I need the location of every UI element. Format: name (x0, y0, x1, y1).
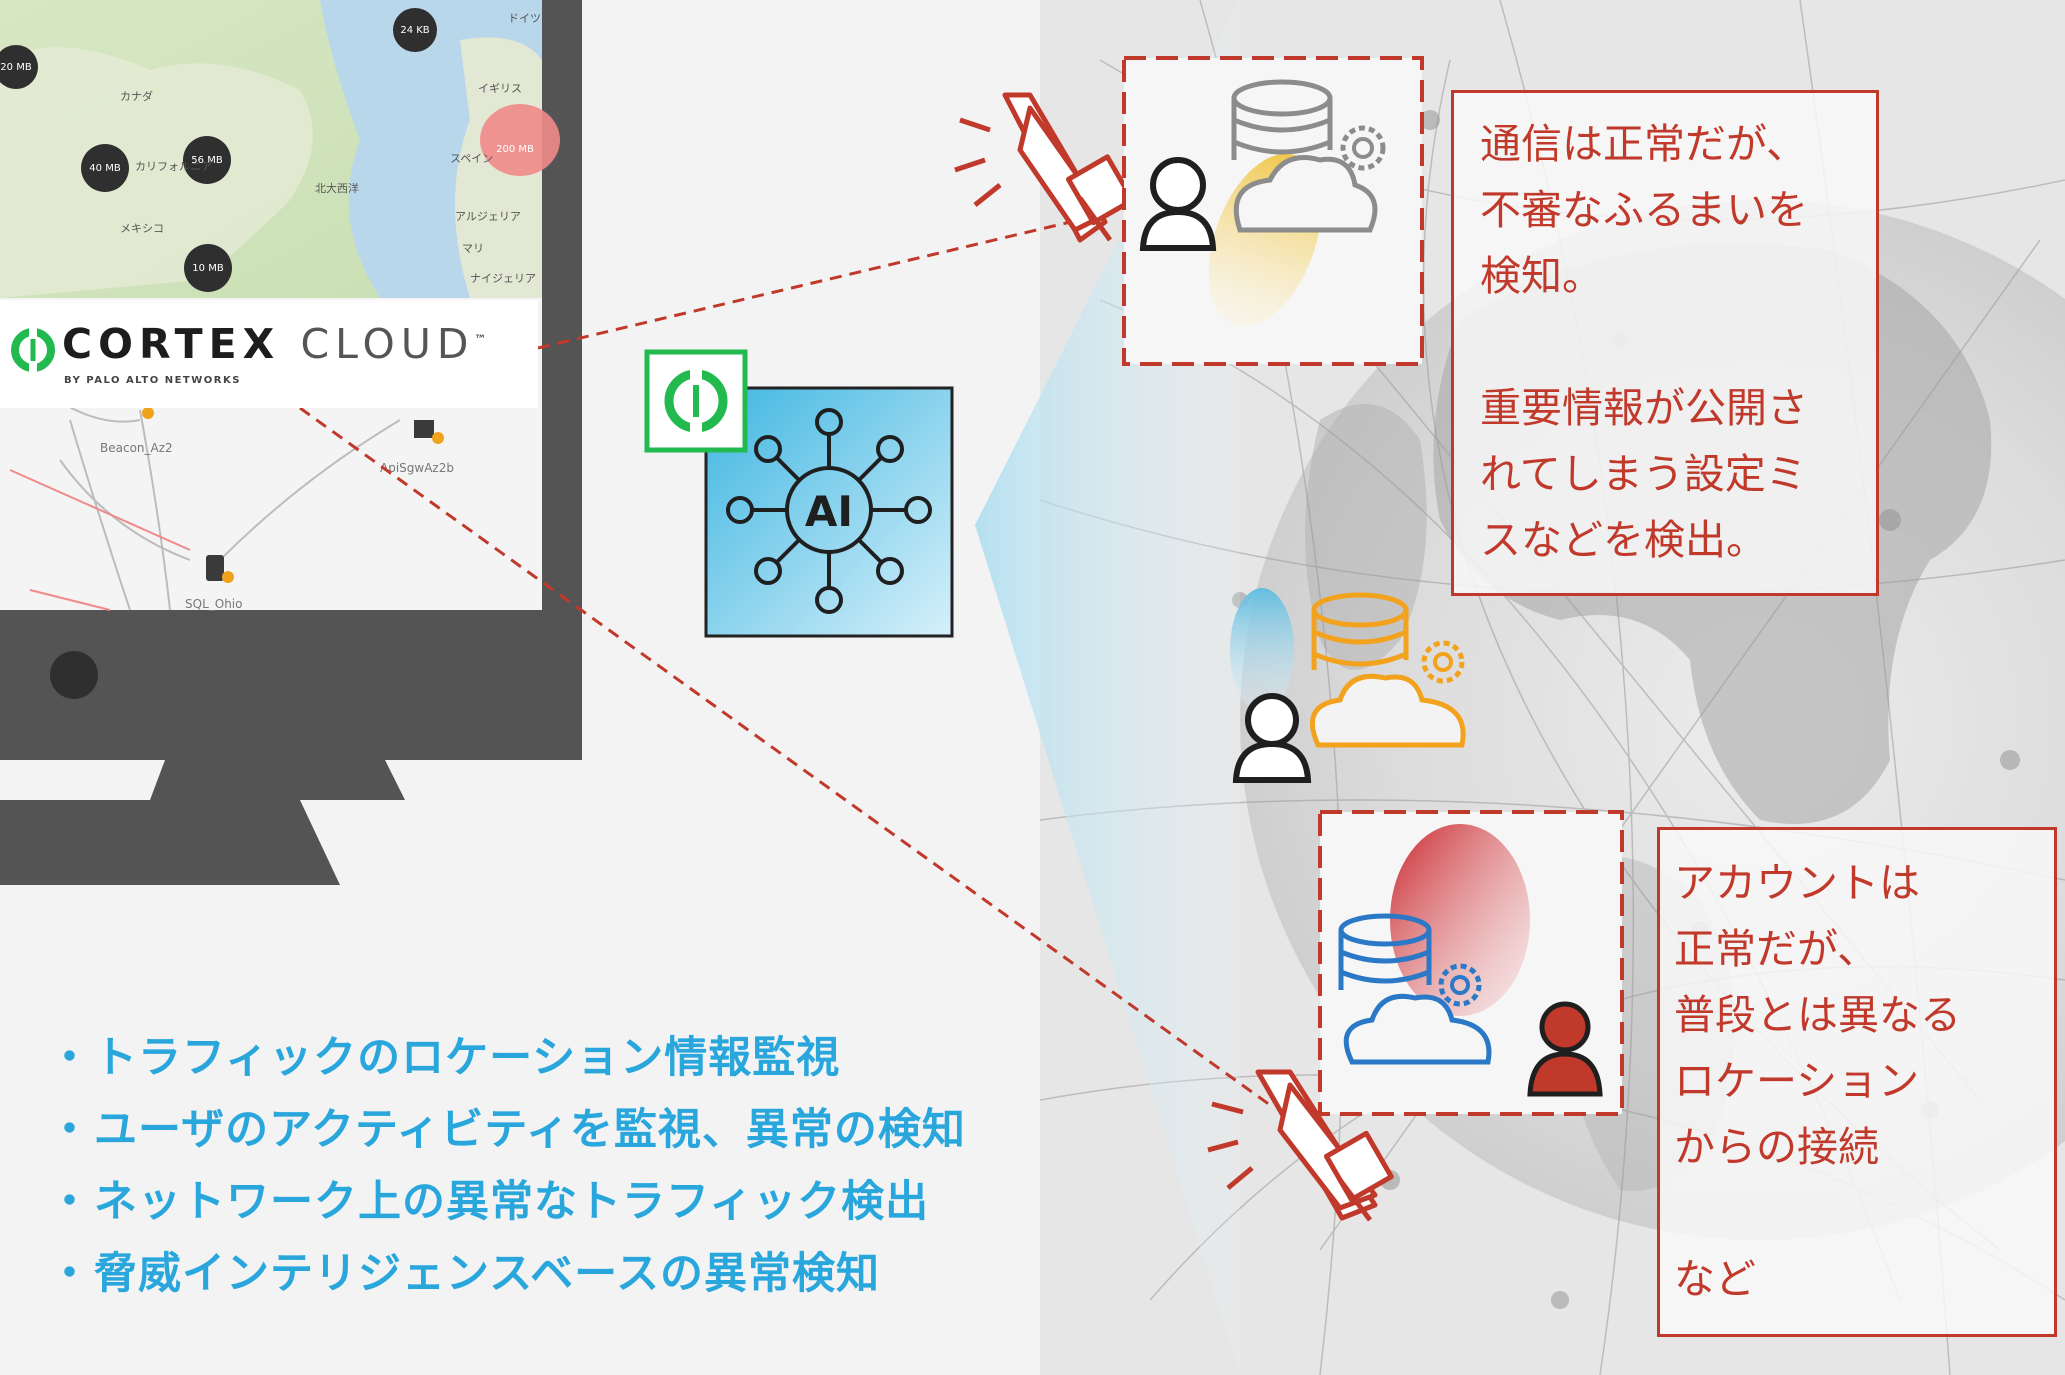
bullet-marker: ・ (48, 1249, 92, 1299)
ai-network-icon: AI (704, 386, 954, 638)
bullet-marker: ・ (48, 1177, 92, 1227)
map-marker-label: 200 MB (496, 144, 534, 155)
ai-label: AI (805, 487, 853, 536)
map-country-label: ドイツ (508, 12, 541, 25)
alert-connectors (299, 213, 1271, 1107)
user-icon (1527, 1001, 1603, 1097)
cortex-logo-icon (644, 349, 748, 453)
gear-icon (1438, 963, 1482, 1007)
user-icon (1232, 693, 1312, 783)
cloud-icon (1343, 993, 1492, 1065)
map-country-label: 北大西洋 (315, 181, 359, 195)
callout-line: 重要情報が公開さ (1480, 384, 1808, 432)
map-marker-label: 20 MB (0, 62, 32, 73)
callout-unusual-location: アカウントは 正常だが、 普段とは異なる ロケーション からの接続 など (1657, 827, 2057, 1337)
map-country-label: カナダ (120, 89, 153, 103)
feature-text: トラフィックのロケーション情報監視 (94, 1033, 841, 1083)
logo-tagline: BY PALO ALTO NETWORKS (64, 375, 241, 386)
anomaly-box-bottom (1318, 810, 1624, 1116)
cloud-icon (1233, 155, 1378, 233)
gear-icon (1421, 640, 1465, 684)
anomaly-box-top (1122, 56, 1424, 366)
megaphone-icon (1207, 1069, 1394, 1222)
feature-text: ネットワーク上の異常なトラフィック検出 (94, 1177, 930, 1227)
topology-view (9, 379, 444, 611)
map-marker-label: 56 MB (191, 155, 223, 166)
logo-wordmark: CORTEX CLOUD™ (62, 320, 486, 368)
callout-line: 普段とは異なる (1674, 991, 1961, 1039)
trademark-mark: ™ (474, 332, 487, 347)
callout-suspicious-behavior: 通信は正常だが、 不審なふるまいを 検知。 重要情報が公開さ れてしまう設定ミ … (1451, 90, 1879, 596)
database-icon (1231, 79, 1333, 160)
cortex-logo-icon (11, 327, 55, 373)
map-country-label: カリフォルニア (135, 160, 212, 173)
callout-line: 正常だが、 (1674, 925, 1879, 973)
callout-spacer (1674, 1180, 2054, 1246)
topology-node-label: SQL_Ohio (185, 597, 242, 611)
feature-text: 脅威インテリジェンスベースの異常検知 (94, 1249, 880, 1299)
database-icon (1311, 592, 1409, 670)
callout-line: など (1674, 1255, 1756, 1303)
feature-item: ・ネットワーク上の異常なトラフィック検出 (48, 1166, 966, 1238)
server-icon (414, 420, 444, 444)
feature-list: ・トラフィックのロケーション情報監視 ・ユーザのアクティビティを監視、異常の検知… (48, 1022, 966, 1310)
feature-item: ・脅威インテリジェンスベースの異常検知 (48, 1238, 966, 1310)
map-marker-label: 10 MB (192, 263, 224, 274)
feature-item: ・トラフィックのロケーション情報監視 (48, 1022, 966, 1094)
callout-line: 不審なふるまいを (1480, 186, 1808, 234)
topology-node-label: Beacon_Az2 (100, 441, 173, 455)
callout-line: アカウントは (1674, 859, 1920, 907)
cortex-cloud-logo: CORTEX CLOUD™ BY PALO ALTO NETWORKS (0, 300, 538, 408)
alert-dot (142, 407, 154, 419)
callout-line: 通信は正常だが、 (1480, 120, 1808, 168)
map-country-label: スペイン (450, 152, 493, 165)
map-country-label: ナイジェリア (470, 272, 536, 285)
logo-brand-cortex: CORTEX (62, 320, 281, 368)
user-icon (1139, 157, 1217, 251)
normal-user-group (1230, 588, 1466, 783)
bullet-marker: ・ (48, 1105, 92, 1155)
callout-line: ロケーション (1674, 1057, 1920, 1105)
callout-line: スなどを検出。 (1480, 516, 1767, 564)
callout-line: 検知。 (1480, 252, 1603, 300)
map-markers (0, 8, 560, 292)
callout-spacer (1480, 309, 1876, 375)
map-marker-label: 24 KB (400, 25, 429, 36)
database-icon (206, 555, 234, 583)
feature-item: ・ユーザのアクティビティを監視、異常の検知 (48, 1094, 966, 1166)
megaphone-icon (954, 92, 1135, 243)
map-country-label: アルジェリア (455, 210, 521, 223)
map-country-label: メキシコ (120, 222, 164, 235)
database-icon (1338, 913, 1432, 990)
callout-line: からの接続 (1674, 1123, 1879, 1171)
feature-text: ユーザのアクティビティを監視、異常の検知 (94, 1105, 966, 1155)
map-marker-label: 40 MB (89, 163, 121, 174)
bullet-marker: ・ (48, 1033, 92, 1083)
cloud-icon (1309, 673, 1466, 748)
logo-brand-cloud: CLOUD (300, 320, 475, 368)
map-country-label: マリ (462, 242, 484, 255)
topology-node-label: ApiSgwAz2b (380, 461, 454, 475)
callout-line: れてしまう設定ミ (1480, 450, 1807, 498)
map-country-label: イギリス (478, 82, 522, 95)
gear-icon (1340, 125, 1386, 171)
